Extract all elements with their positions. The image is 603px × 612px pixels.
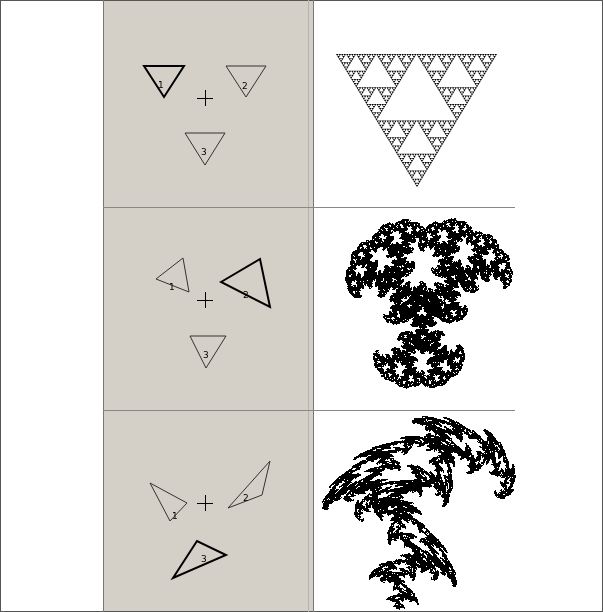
map-number: 2	[243, 493, 249, 503]
map-number: 2	[243, 290, 249, 300]
map-number: 1	[158, 80, 164, 90]
map-number: 1	[172, 511, 178, 521]
map-number: 1	[169, 282, 175, 292]
map-number: 3	[201, 147, 207, 157]
map-number: 3	[201, 554, 207, 564]
map-number: 3	[203, 350, 209, 360]
map-number: 2	[242, 81, 248, 91]
